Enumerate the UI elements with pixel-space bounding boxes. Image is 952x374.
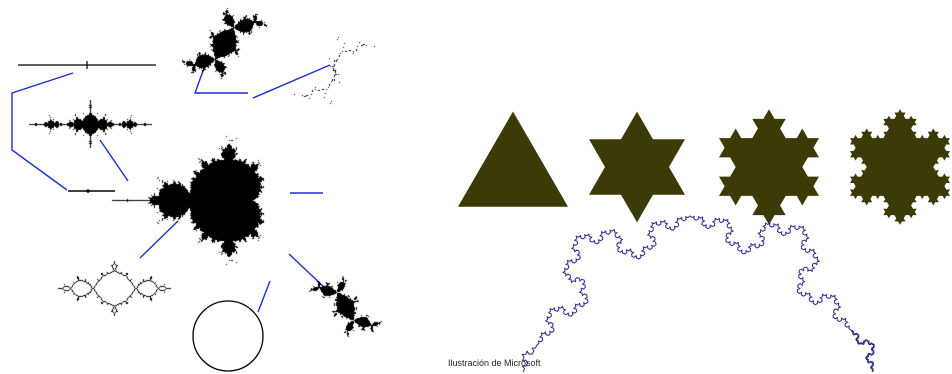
julia-circle	[193, 301, 263, 371]
mandelbrot-panel	[12, 4, 392, 371]
koch-snowflake-iteration-2	[719, 109, 819, 224]
koch-curve-line	[522, 216, 874, 372]
koch-snowflake-row	[458, 109, 950, 224]
koch-curve	[522, 216, 874, 372]
koch-snowflake-iteration-0	[458, 112, 568, 207]
image-credit: Ilustración de Microsoft	[448, 358, 541, 369]
julia-san-marco	[28, 100, 152, 148]
julia-cauliflower	[312, 152, 392, 234]
julia-dendrite	[288, 28, 380, 112]
koch-snowflake-iteration-3	[850, 109, 950, 224]
mandelbrot-minibrot	[86, 189, 90, 193]
julia-segment	[18, 61, 156, 69]
julia-rabbit	[176, 4, 272, 82]
koch-snowflake-iteration-1	[589, 112, 685, 223]
julia-dragon	[304, 266, 386, 346]
koch-panel	[458, 109, 950, 372]
julia-basilica	[48, 252, 180, 324]
